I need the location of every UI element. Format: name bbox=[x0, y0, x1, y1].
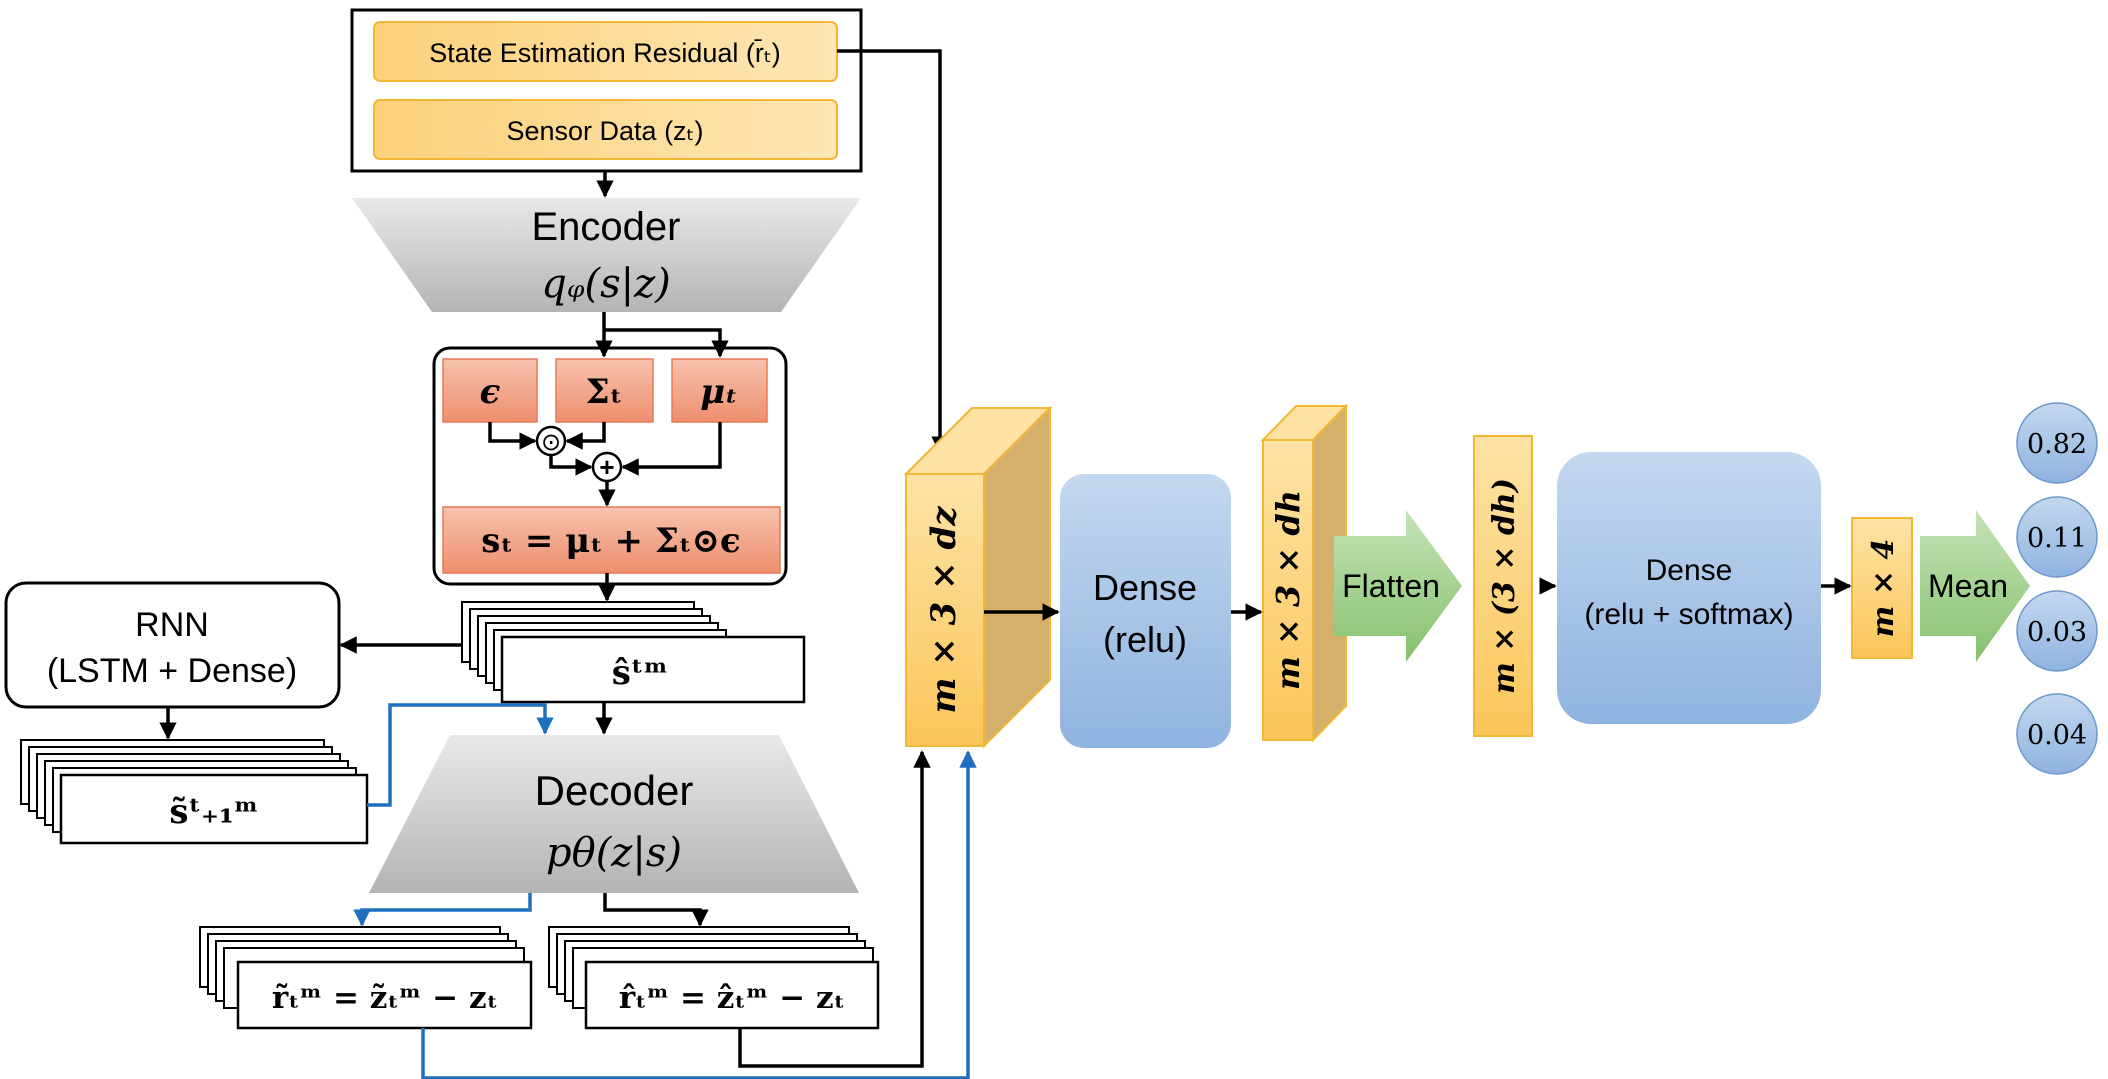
equation-box bbox=[442, 506, 781, 574]
estimated-residual-front bbox=[584, 960, 880, 1030]
dense1-title: Dense bbox=[1093, 567, 1197, 608]
flatten-arrow: Flatten bbox=[1334, 510, 1462, 662]
sigma-label: Σₜ bbox=[586, 372, 623, 412]
decoder-title: Decoder bbox=[535, 767, 694, 814]
output-circle-2 bbox=[2016, 496, 2098, 578]
connectors-blue bbox=[353, 703, 977, 1079]
flat-tensor-block: m × (3 × dh) bbox=[1473, 435, 1533, 737]
input-tensor-block: m × 3 × dz bbox=[903, 405, 1053, 749]
epsilon-label: ϵ bbox=[480, 372, 501, 412]
output-circle-3 bbox=[2016, 590, 2098, 672]
estimated-residual-label: r̂ₜᵐ = ẑₜᵐ − zₜ bbox=[619, 980, 845, 1016]
dense2-title: Dense bbox=[1646, 554, 1733, 587]
connectors-classifier bbox=[984, 577, 1852, 621]
estimated-residual-stack: r̂ₜᵐ = ẑₜᵐ − zₜ bbox=[548, 926, 880, 1030]
output-value-1: 0.82 bbox=[2027, 429, 2087, 460]
output-tensor-label: m × 4 bbox=[1866, 539, 1901, 638]
decoder-formula: pθ(z|s) bbox=[546, 830, 682, 876]
reparam-group: ϵ Σₜ μₜ ⊙ + sₜ = μₜ + Σₜ⊙ϵ bbox=[432, 346, 788, 586]
flatten-label: Flatten bbox=[1342, 568, 1440, 604]
rnn: RNN (LSTM + Dense) bbox=[4, 581, 341, 709]
latent-stack: ŝᵗᵐ bbox=[461, 601, 806, 704]
output-value-3: 0.03 bbox=[2027, 617, 2087, 648]
mean-label: Mean bbox=[1928, 568, 2008, 604]
dense1-box bbox=[1060, 474, 1231, 748]
epsilon-box bbox=[442, 358, 538, 423]
dense2-box bbox=[1557, 452, 1821, 724]
sensor-input-label: Sensor Data (zₜ) bbox=[506, 116, 703, 146]
output-tensor-block: m × 4 bbox=[1851, 517, 1913, 659]
output-probabilities: 0.82 0.11 0.03 0.04 bbox=[2016, 402, 2098, 775]
equation-label: sₜ = μₜ + Σₜ⊙ϵ bbox=[481, 521, 740, 561]
input-group: State Estimation Residual (r̄ₜ) Sensor D… bbox=[350, 8, 863, 173]
encoder-formula: qᵩ(s|z) bbox=[541, 261, 671, 307]
predicted-residual-stack: r̃ₜᵐ = z̃ₜᵐ − zₜ bbox=[199, 926, 533, 1030]
output-value-2: 0.11 bbox=[2027, 523, 2087, 554]
encoder-trapezoid bbox=[352, 198, 861, 312]
latent-stack-front bbox=[500, 635, 806, 704]
hidden-tensor-front bbox=[1262, 439, 1314, 741]
output-tensor-box bbox=[1851, 517, 1913, 659]
dense1-block: Dense (relu) bbox=[1060, 474, 1231, 748]
input-tensor-front bbox=[905, 473, 985, 747]
hidden-tensor-label: m × 3 × dh bbox=[1269, 490, 1307, 690]
input-tensor-label: m × 3 × dz bbox=[924, 506, 964, 714]
plus-op-symbol: + bbox=[599, 452, 614, 482]
residual-input-label: State Estimation Residual (r̄ₜ) bbox=[429, 38, 781, 68]
encoder-title: Encoder bbox=[532, 205, 681, 249]
predicted-residual-front bbox=[236, 960, 533, 1030]
mu-label: μₜ bbox=[700, 372, 738, 412]
output-circle-1 bbox=[2016, 402, 2098, 484]
flat-tensor-box bbox=[1473, 435, 1533, 737]
predicted-stack-label: s̃ᵗ₊₁ᵐ bbox=[169, 792, 258, 832]
rnn-title: RNN bbox=[135, 606, 209, 644]
predicted-residual-label: r̃ₜᵐ = z̃ₜᵐ − zₜ bbox=[272, 980, 498, 1016]
mu-box bbox=[671, 358, 768, 423]
dense2-block: Dense (relu + softmax) bbox=[1557, 452, 1821, 724]
predicted-stack-front bbox=[59, 773, 369, 845]
latent-stack-label: ŝᵗᵐ bbox=[612, 653, 669, 693]
decoder-trapezoid bbox=[369, 735, 859, 893]
predicted-stack: s̃ᵗ₊₁ᵐ bbox=[20, 739, 369, 845]
encoder: Encoder qᵩ(s|z) bbox=[352, 198, 861, 312]
rnn-box bbox=[4, 581, 341, 709]
hidden-tensor-block: m × 3 × dh bbox=[1260, 403, 1349, 743]
dense1-subtitle: (relu) bbox=[1103, 619, 1187, 660]
mean-arrow: Mean bbox=[1920, 510, 2030, 662]
sensor-input-box bbox=[373, 99, 838, 160]
flat-tensor-label: m × (3 × dh) bbox=[1487, 478, 1522, 694]
sigma-box bbox=[555, 358, 654, 423]
rnn-subtitle: (LSTM + Dense) bbox=[47, 652, 297, 690]
hadamard-op-symbol: ⊙ bbox=[541, 429, 561, 456]
decoder: Decoder pθ(z|s) bbox=[369, 735, 859, 893]
connectors-left bbox=[159, 49, 949, 1068]
output-value-4: 0.04 bbox=[2027, 720, 2087, 751]
output-circle-4 bbox=[2016, 693, 2098, 775]
dense2-subtitle: (relu + softmax) bbox=[1584, 598, 1793, 631]
